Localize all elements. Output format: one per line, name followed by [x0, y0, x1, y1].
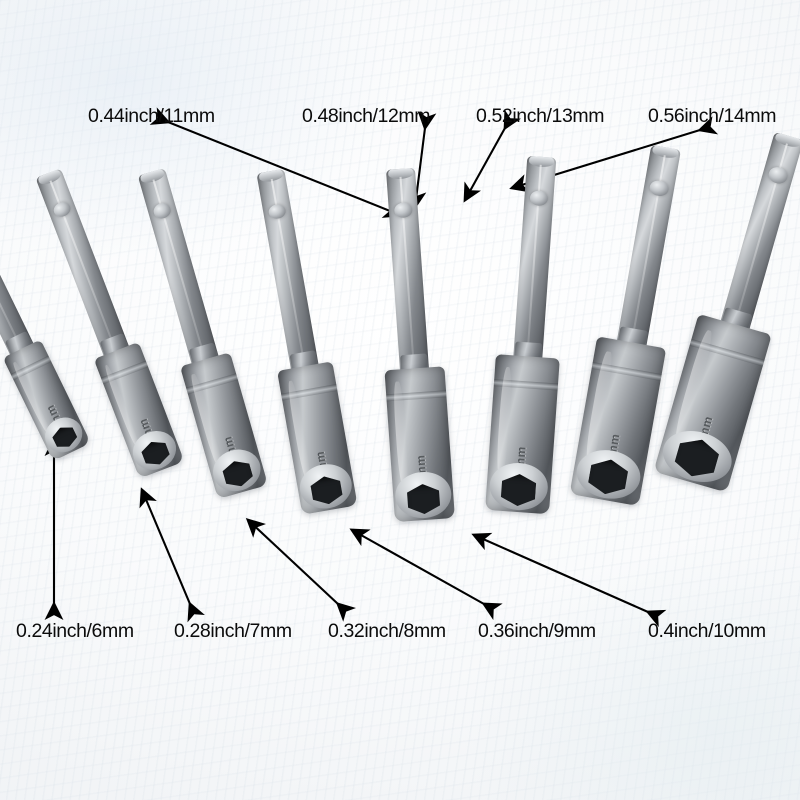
bit-11mm: 11mm [485, 155, 574, 515]
label-6mm: 0.24inch/6mm [16, 620, 134, 642]
label-13mm: 0.52inch/13mm [476, 105, 605, 127]
socket-body: 6mm [2, 339, 91, 462]
socket-body: 11mm [485, 354, 560, 515]
label-11mm: 0.44inch/11mm [88, 105, 215, 127]
socket-body: 12mm [569, 336, 667, 507]
label-10mm: 0.4inch/10mm [648, 620, 766, 642]
socket-body: 8mm [179, 352, 268, 500]
label-14mm: 0.56inch/14mm [648, 105, 777, 127]
hex-shank [385, 167, 430, 384]
socket-body: 9mm [277, 361, 358, 515]
socket-body: 10mm [384, 366, 455, 523]
socket-body: 7mm [93, 341, 185, 479]
hex-shank [512, 155, 557, 372]
label-8mm: 0.32inch/8mm [328, 620, 446, 642]
label-12mm: 0.48inch/12mm [302, 105, 431, 127]
label-9mm: 0.36inch/9mm [478, 620, 596, 642]
bit-10mm: 10mm [371, 167, 455, 523]
label-7mm: 0.28inch/7mm [174, 620, 292, 642]
specular-highlight [11, 360, 53, 437]
socket-body: 13mm [653, 313, 772, 493]
